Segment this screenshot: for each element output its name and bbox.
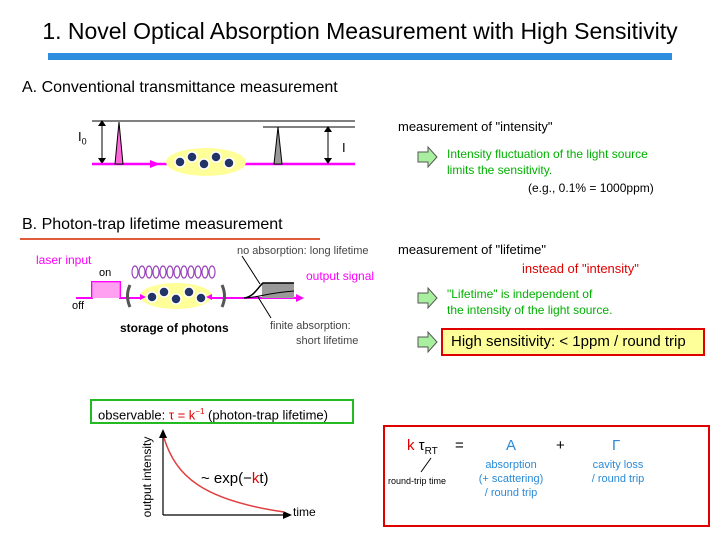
no-absorption-label: no absorption: long lifetime [237,245,369,257]
output-signal-label: output signal [306,269,375,283]
section-b-diagram [76,255,304,319]
label-i: I [342,140,346,155]
arrow-icon-b1 [417,286,438,310]
note-b-line2: the intensity of the light source. [447,303,613,317]
equation-equals: = [455,437,464,454]
section-a-diagram [92,120,355,176]
title-underline [48,53,672,60]
equation-box [383,425,710,527]
arrow-icon-b2 [417,330,438,354]
section-b-heading: B. Photon-trap lifetime measurement [22,216,283,233]
cavity-loss-line1: cavity loss [592,459,644,471]
equation-plus: + [556,437,565,454]
observable-suffix: (photon-trap lifetime) [204,407,328,423]
arrow-icon-a [417,145,438,169]
equation-lhs: k τRT [407,437,438,457]
section-b-underline [20,238,320,240]
cavity-loss-line2: / round trip [591,473,645,485]
on-label: on [99,267,112,279]
finite-absorption-line1: finite absorption: [270,320,351,332]
laser-input-label: laser input [36,253,92,267]
section-a-heading: A. Conventional transmittance measuremen… [22,79,338,96]
high-sensitivity-box: High sensitivity: < 1ppm / round trip [441,328,705,356]
roundtrip-time-label: round-trip time [388,476,447,486]
observable-prefix: observable: [98,407,169,423]
label-i0: I0 [78,129,87,147]
equation-a: A [506,437,517,454]
observable-box: observable: τ = k−1 (photon-trap lifetim… [90,399,354,424]
plot-xlabel: time [293,505,316,519]
example-text: (e.g., 0.1% = 1000ppm) [528,181,654,195]
off-label: off [72,300,85,312]
note-a-line1: Intensity fluctuation of the light sourc… [447,147,648,161]
decay-formula: ~ exp(−kt) [201,470,269,487]
measurement-lifetime: measurement of "lifetime" [398,242,546,257]
plot-ylabel: output intensity [140,436,154,518]
note-a-line2: limits the sensitivity. [447,163,553,177]
storage-label: storage of photons [120,321,229,335]
measurement-intensity: measurement of "intensity" [398,119,553,134]
observable-sup: −1 [195,407,205,416]
finite-absorption-line2: short lifetime [296,335,359,347]
instead-of-intensity: instead of "intensity" [522,261,639,276]
absorption-line1: absorption [485,459,537,471]
absorption-line2: (+ scattering) [478,473,544,485]
observable-formula: τ = k [168,407,196,423]
page-title: 1. Novel Optical Absorption Measurement … [42,18,678,44]
equation-gamma: Γ [612,437,621,454]
decay-plot [159,429,292,519]
absorption-line3: / round trip [484,487,538,499]
note-b-line1: "Lifetime" is independent of [447,287,593,301]
